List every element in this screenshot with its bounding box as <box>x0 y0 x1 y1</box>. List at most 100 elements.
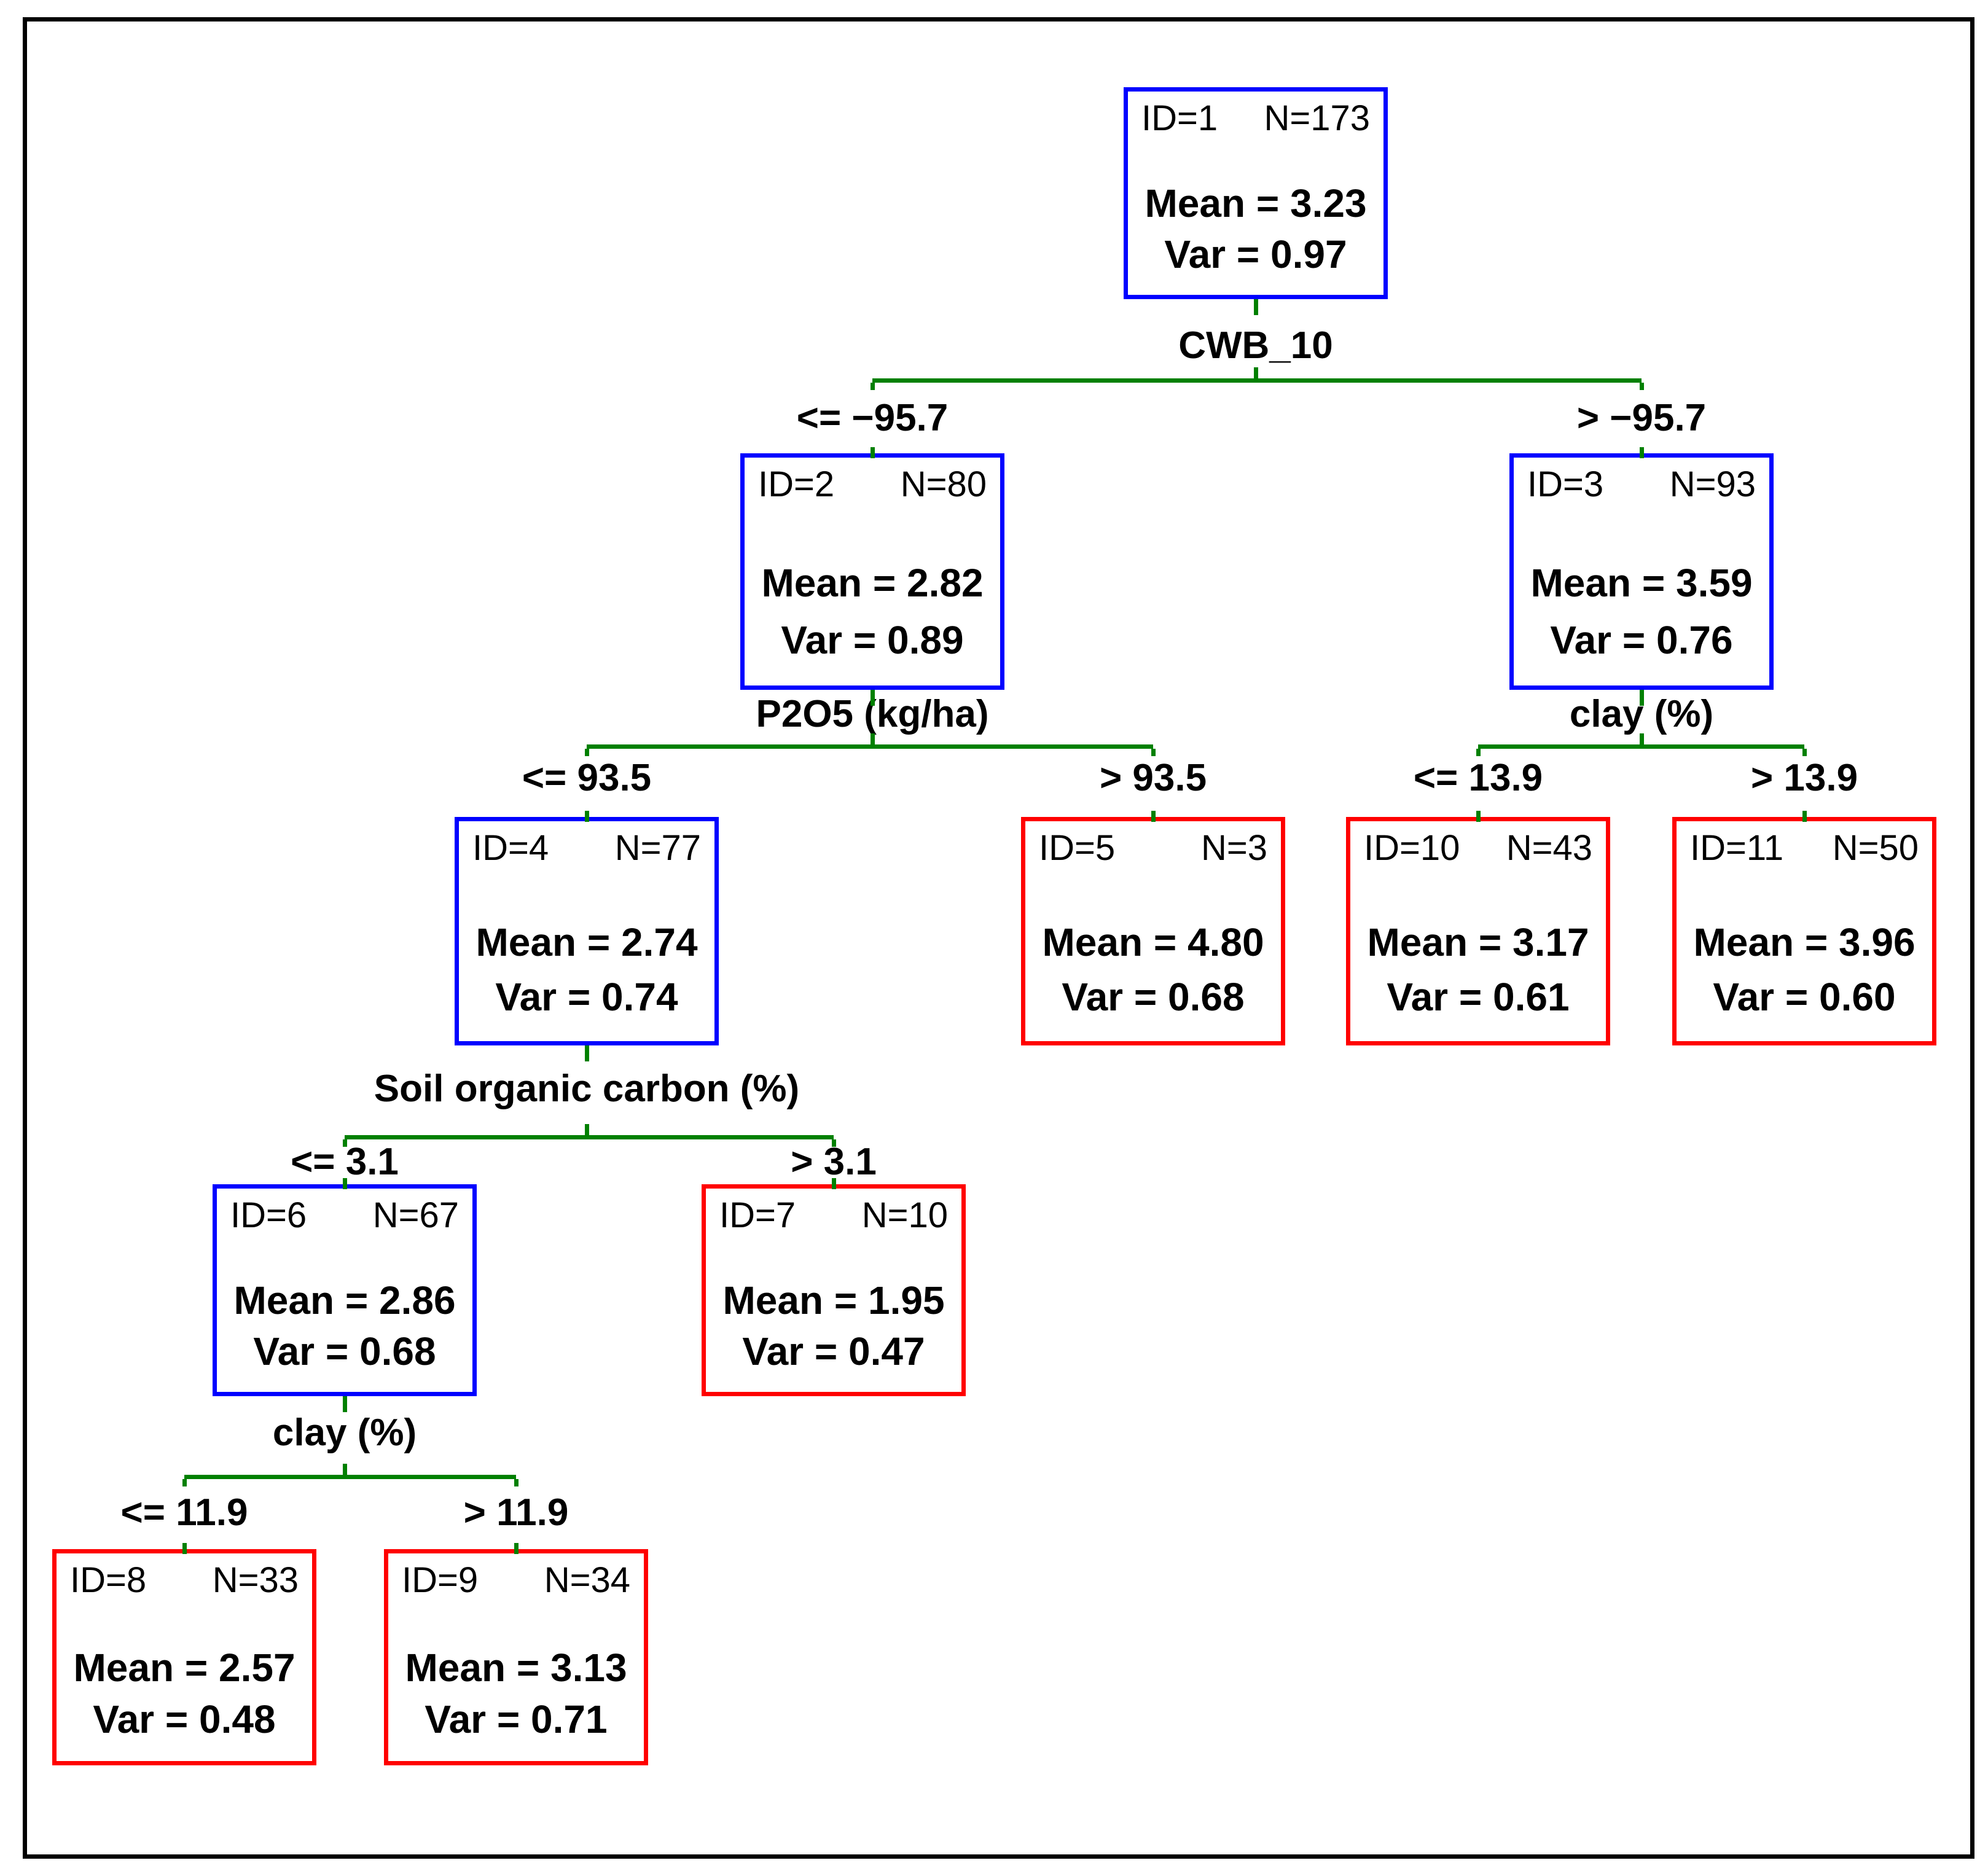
node-var-label: Var = 0.47 <box>742 1329 925 1373</box>
node-id-row: ID=5 N=3 <box>1039 828 1267 868</box>
node-id-row: ID=10 N=43 <box>1364 828 1592 868</box>
connector-tick <box>585 1124 589 1137</box>
connector-tick <box>1476 749 1481 756</box>
connector-tick <box>343 1464 347 1477</box>
node-id-row: ID=9 N=34 <box>402 1560 630 1600</box>
node-id-label: ID=11 <box>1690 828 1784 868</box>
connector-tick <box>832 1139 836 1147</box>
branch-condition-left: <= 93.5 <box>522 757 652 799</box>
node-var-label: Var = 0.60 <box>1713 975 1896 1020</box>
node-n-label: N=80 <box>900 464 987 504</box>
node-n-label: N=10 <box>861 1195 948 1235</box>
split-variable-label: clay (%) <box>272 1412 417 1454</box>
connector-tick <box>1151 811 1156 822</box>
node-id-label: ID=6 <box>230 1195 307 1235</box>
node-var-label: Var = 0.68 <box>1062 975 1245 1020</box>
node-mean-label: Mean = 2.74 <box>475 920 698 964</box>
branch-condition-left: <= 13.9 <box>1413 757 1543 799</box>
node-mean-label: Mean = 3.59 <box>1530 561 1753 606</box>
node-n-label: N=173 <box>1264 98 1370 138</box>
connector-tick <box>1802 811 1807 822</box>
connector-tick <box>1640 733 1644 746</box>
node-n-label: N=93 <box>1669 464 1756 504</box>
connector-tick <box>514 1543 519 1554</box>
node-var-label: Var = 0.68 <box>253 1329 436 1373</box>
node-id-label: ID=4 <box>472 828 549 868</box>
connector-tick <box>343 1139 347 1147</box>
connector-tick <box>1254 367 1258 380</box>
connector-tick <box>871 383 875 390</box>
connector-tick <box>1802 749 1807 756</box>
split-branch-line <box>872 378 1642 383</box>
connector-tick <box>871 690 875 706</box>
connector-tick <box>514 1479 519 1486</box>
node-id-row: ID=4 N=77 <box>472 828 701 868</box>
connector-tick <box>585 1045 589 1061</box>
node-mean-label: Mean = 2.82 <box>761 561 984 606</box>
node-id-row: ID=8 N=33 <box>70 1560 299 1600</box>
connector-tick <box>871 447 875 458</box>
node-n-label: N=43 <box>1506 828 1592 868</box>
node-mean-label: Mean = 3.23 <box>1145 181 1367 226</box>
node-id-row: ID=2 N=80 <box>758 466 987 504</box>
connector-tick <box>1640 447 1644 458</box>
node-var-label: Var = 0.71 <box>425 1697 608 1742</box>
connector-tick <box>182 1479 187 1486</box>
node-n-label: N=50 <box>1832 828 1919 868</box>
branch-condition-right: > −95.7 <box>1576 397 1707 439</box>
node-id-row: ID=11 N=50 <box>1690 828 1919 868</box>
split-branch-line <box>1478 744 1804 749</box>
connector-tick <box>182 1543 187 1554</box>
connector-tick <box>871 733 875 746</box>
connector-tick <box>1640 383 1644 390</box>
connector-tick <box>585 749 589 756</box>
branch-condition-right: > 11.9 <box>463 1491 569 1534</box>
node-var-label: Var = 0.89 <box>781 617 964 662</box>
node-n-label: N=3 <box>1200 828 1267 868</box>
connector-tick <box>1640 690 1644 706</box>
node-n-label: N=33 <box>212 1560 299 1600</box>
node-var-label: Var = 0.74 <box>495 975 678 1020</box>
node-mean-label: Mean = 3.13 <box>405 1645 627 1690</box>
connector-tick <box>1476 811 1481 822</box>
connector-tick <box>585 811 589 822</box>
node-var-label: Var = 0.48 <box>93 1697 276 1742</box>
node-id-label: ID=3 <box>1527 464 1604 504</box>
node-id-label: ID=5 <box>1039 828 1116 868</box>
node-mean-label: Mean = 3.96 <box>1693 920 1916 964</box>
node-id-row: ID=3 N=93 <box>1527 466 1756 504</box>
split-branch-line <box>345 1135 834 1139</box>
split-variable-label: CWB_10 <box>1178 324 1333 367</box>
split-branch-line <box>587 744 1153 749</box>
connector-tick <box>832 1178 836 1189</box>
connector-tick <box>343 1396 347 1412</box>
node-id-label: ID=7 <box>719 1195 796 1235</box>
branch-condition-right: > 3.1 <box>791 1141 877 1183</box>
node-id-label: ID=2 <box>758 464 835 504</box>
node-n-label: N=77 <box>614 828 701 868</box>
branch-condition-right: > 13.9 <box>1750 757 1858 799</box>
branch-condition-right: > 93.5 <box>1099 757 1207 799</box>
node-id-label: ID=10 <box>1364 828 1460 868</box>
node-mean-label: Mean = 2.57 <box>73 1645 295 1690</box>
node-var-label: Var = 0.97 <box>1164 232 1347 276</box>
branch-condition-left: <= 11.9 <box>120 1491 248 1534</box>
node-mean-label: Mean = 1.95 <box>722 1278 945 1323</box>
node-id-label: ID=8 <box>70 1560 147 1600</box>
node-mean-label: Mean = 2.86 <box>233 1278 456 1323</box>
node-n-label: N=34 <box>544 1560 630 1600</box>
split-branch-line <box>184 1475 516 1479</box>
node-id-label: ID=9 <box>402 1560 479 1600</box>
node-var-label: Var = 0.61 <box>1387 975 1570 1020</box>
